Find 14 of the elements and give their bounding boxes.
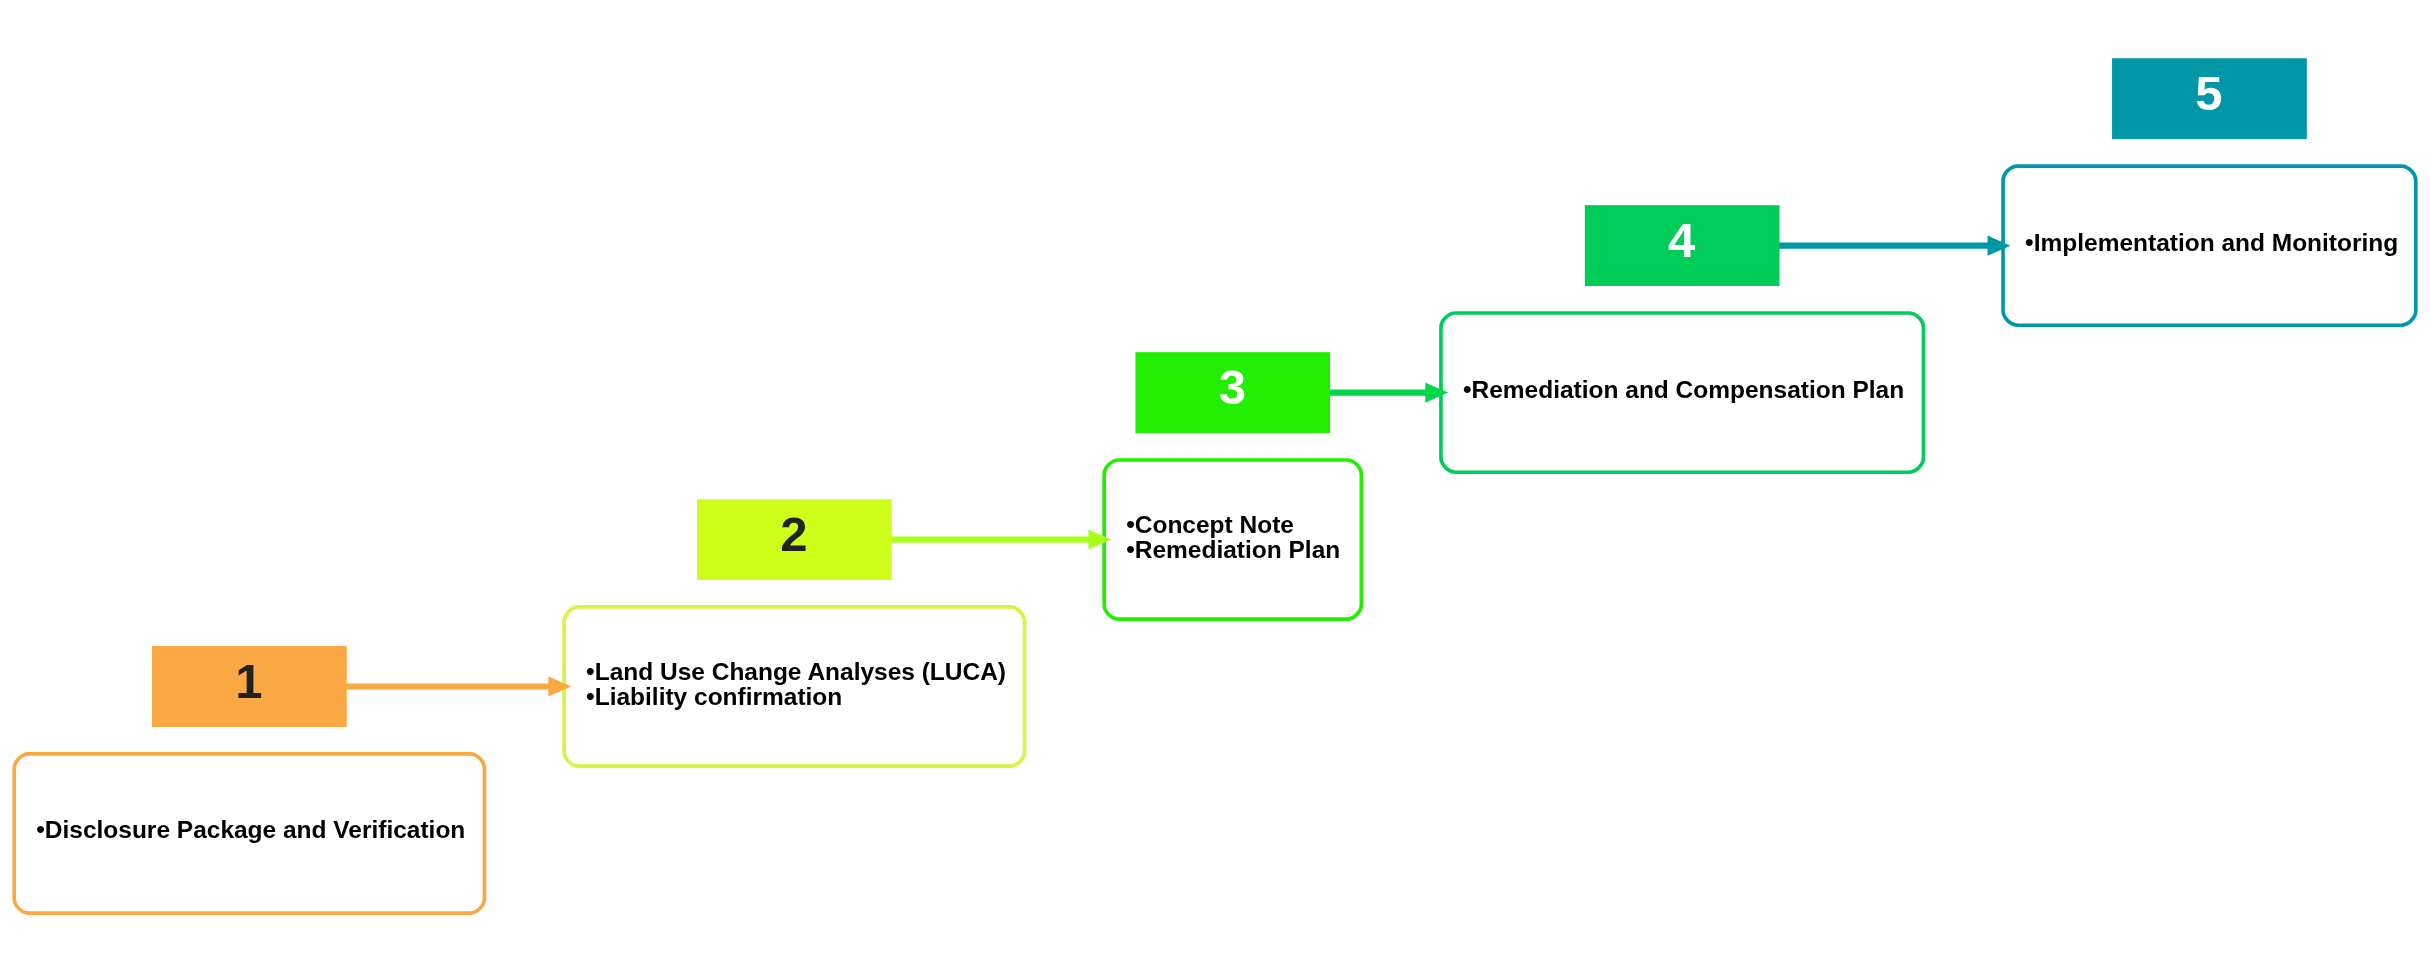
node-box: 1 <box>152 646 347 727</box>
arrow <box>1779 235 2011 256</box>
node-box: 3 <box>1135 352 1331 434</box>
node-box: •Remediation and Compensation Plan <box>1439 311 1926 475</box>
node-box: 2 <box>696 499 892 580</box>
arrow <box>346 676 572 697</box>
node-box: 5 <box>2112 58 2307 140</box>
node-box: •Disclosure Package and Verification <box>12 752 487 915</box>
node-box: •Concept Note •Remediation Plan <box>1102 458 1364 621</box>
node-box: •Implementation and Monitoring <box>2001 164 2418 328</box>
node-box: •Land Use Change Analyses (LUCA) •Liability confirmation <box>562 605 1027 768</box>
arrow <box>891 529 1112 550</box>
arrow <box>1329 382 1449 403</box>
node-box: 4 <box>1584 205 1780 287</box>
